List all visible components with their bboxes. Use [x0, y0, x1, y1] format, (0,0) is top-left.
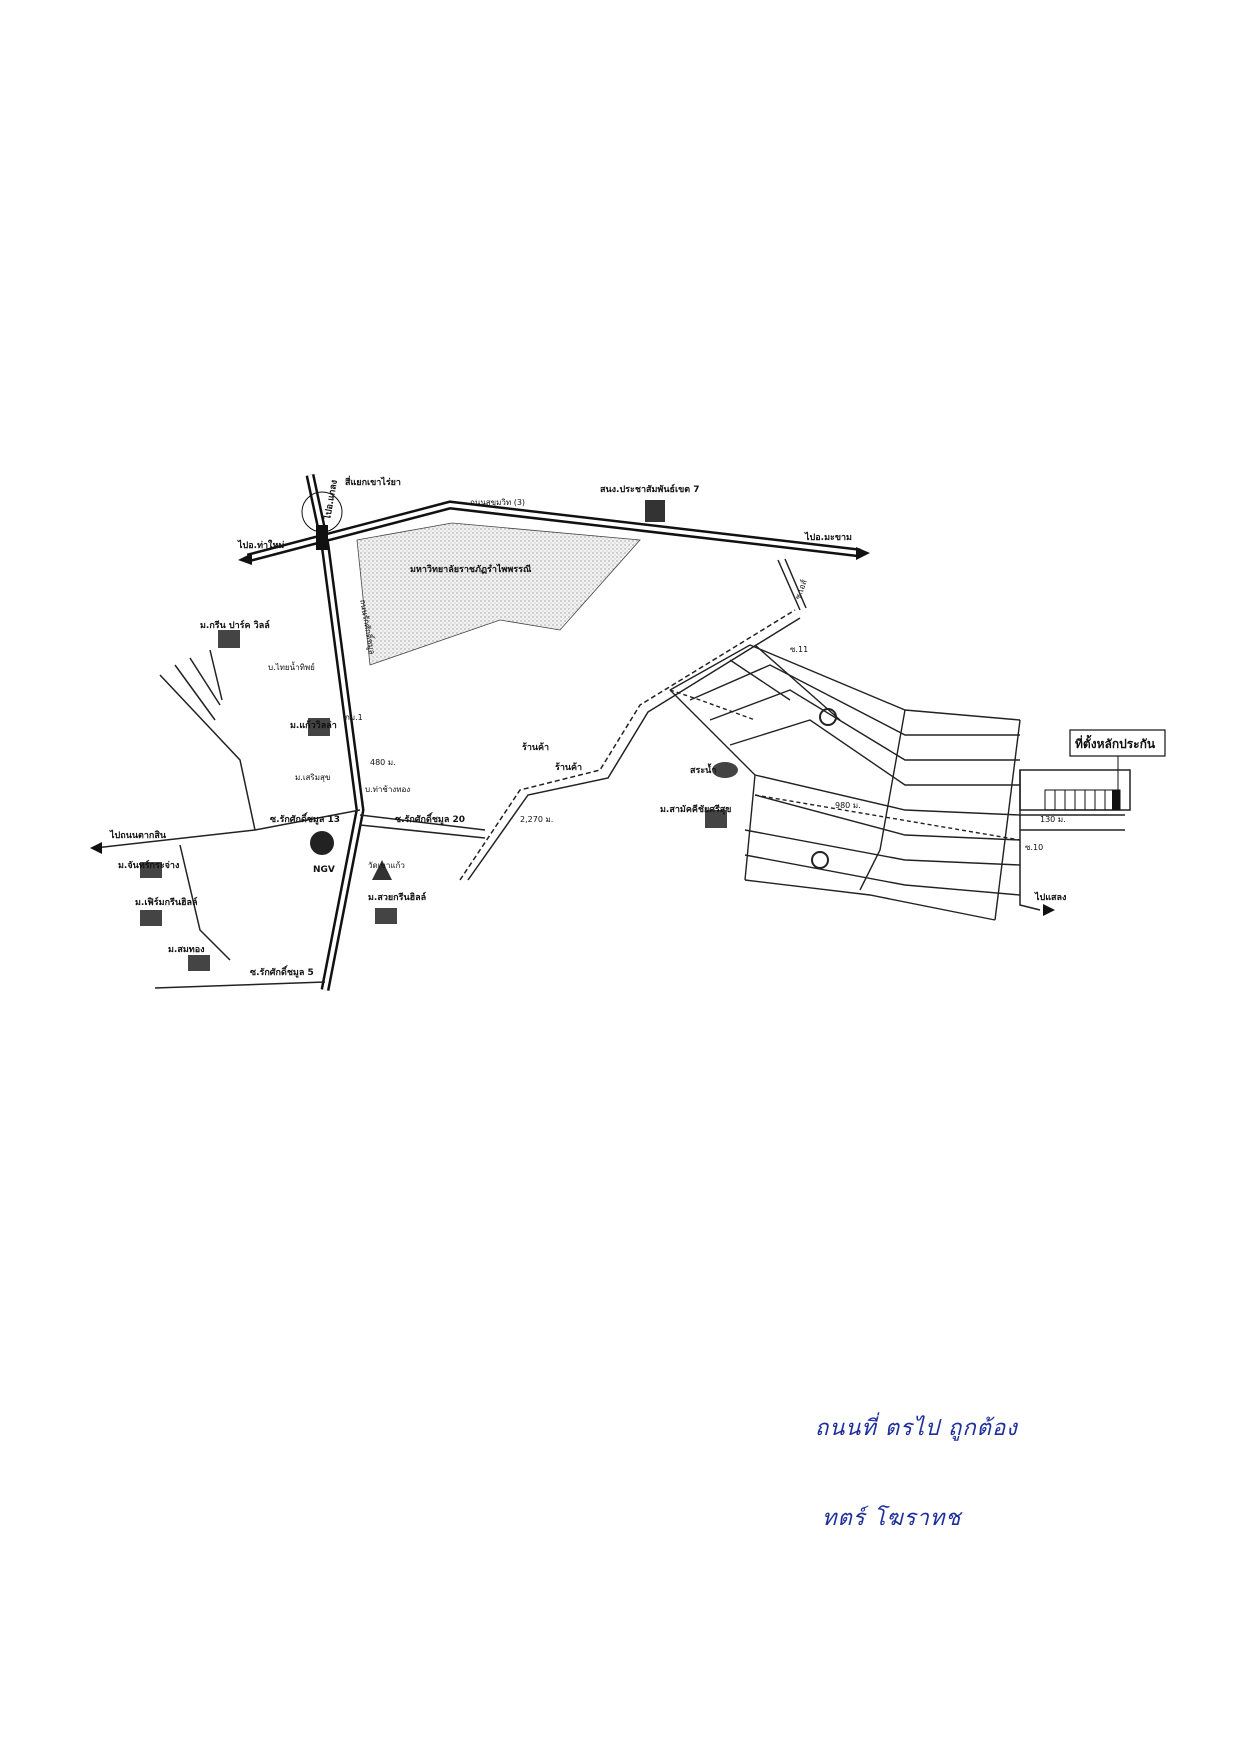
arrow-east2-icon: [1043, 904, 1055, 916]
label-wat: วัดเขาแก้ว: [368, 861, 405, 870]
label-school: สนง.ประชาสัมพันธ์เขต 7: [600, 483, 699, 495]
label-sukhumvit: ถนนสุขุมวิท (3): [470, 498, 525, 507]
label-soem-suk: ม.เสริมสุข: [295, 773, 330, 782]
east-out-road: [1019, 769, 1131, 911]
label-soi-10: ซ.10: [1025, 843, 1043, 852]
label-dist-130: 130 ม.: [1040, 815, 1066, 824]
label-samakkhi: ม.สามัคคีชัยศรีสุข: [660, 804, 731, 815]
label-dist-480: 480 ม.: [370, 758, 396, 767]
label-chan: ม.จันทร์กระจ่าง: [118, 859, 179, 871]
label-soi-13: ซ.รักศักดิ์ชมูล 13: [270, 812, 340, 825]
label-shop2: ร้านค้า: [555, 762, 582, 773]
label-university: มหาวิทยาลัยราชภัฏรำไพพรรณี: [410, 563, 532, 575]
label-ngv: NGV: [313, 865, 335, 875]
label-pond: สระน้ำ: [690, 763, 716, 776]
west-roads: [94, 649, 361, 989]
label-tha-chang: บ.ท่าช้างทอง: [365, 785, 410, 794]
label-soi-20: ซ.รักศักดิ์ชมูล 20: [395, 812, 465, 825]
label-target: ที่ตั้งหลักประกัน: [1075, 734, 1156, 751]
label-to-east: ไปแสลง: [1034, 891, 1066, 903]
subdivision-grid: [669, 644, 1021, 921]
label-shop1: ร้านค้า: [522, 742, 549, 753]
label-suan: ม.สวยกรีนฮิลล์: [368, 891, 426, 903]
label-soi-11: ซ.11: [790, 645, 808, 654]
soi20-road: [359, 609, 801, 881]
arrow-west-icon: [238, 553, 252, 565]
soi-east: [777, 558, 807, 611]
raksakchamun-road: [305, 474, 365, 991]
arrow-west2-icon: [90, 842, 102, 854]
label-thai-namthip: บ.ไทยน้ำทิพย์: [268, 661, 315, 672]
label-intersection: สี่แยกเขาไร่ยา: [344, 475, 401, 488]
arrow-east-icon: [856, 547, 870, 560]
house-icon: [140, 630, 727, 971]
label-dist-2270: 2,270 ม.: [520, 815, 553, 824]
temple-icon: [372, 860, 392, 880]
university-area: [356, 522, 641, 666]
label-kaew-villa: ม.แก้ววิลล่า: [290, 720, 337, 731]
roundabout-icon-2: [811, 851, 829, 869]
ngv-icon: [310, 831, 334, 855]
label-dist-980: 980 ม.: [835, 801, 861, 810]
label-somthong: ม.สมทอง: [168, 945, 205, 955]
handwritten-note-line2: ทตร์ โฆราทช: [822, 1506, 962, 1531]
intersection-circle: [301, 491, 343, 533]
label-km1: กม.1: [345, 713, 363, 722]
label-soi-5: ซ.รักศักดิ์ชมูล 5: [250, 965, 314, 978]
label-to-rayong: ไปอ.แกลง: [321, 479, 340, 522]
intersection-marker: [316, 525, 328, 550]
label-therm: ม.เฟิร์มกรีนฮิลล์: [135, 896, 198, 908]
handwritten-note-line1: ถนนที่ ตรไป ถูกต้อง: [815, 1416, 1018, 1441]
label-green-park: ม.กรีน ปาร์ค วิลล์: [200, 619, 270, 631]
pond-icon: [712, 762, 738, 778]
label-to-makham: ไปอ.มะขาม: [804, 531, 852, 543]
label-to-tha-chalap: ไปถนนตากสิน: [109, 829, 167, 841]
school-icon: [645, 500, 665, 522]
label-to-thamai: ไปอ.ท่าใหม่: [237, 539, 284, 551]
target-plot: [1044, 789, 1121, 811]
roundabout-icon: [819, 708, 837, 726]
sukhumvit-road: [246, 500, 861, 563]
